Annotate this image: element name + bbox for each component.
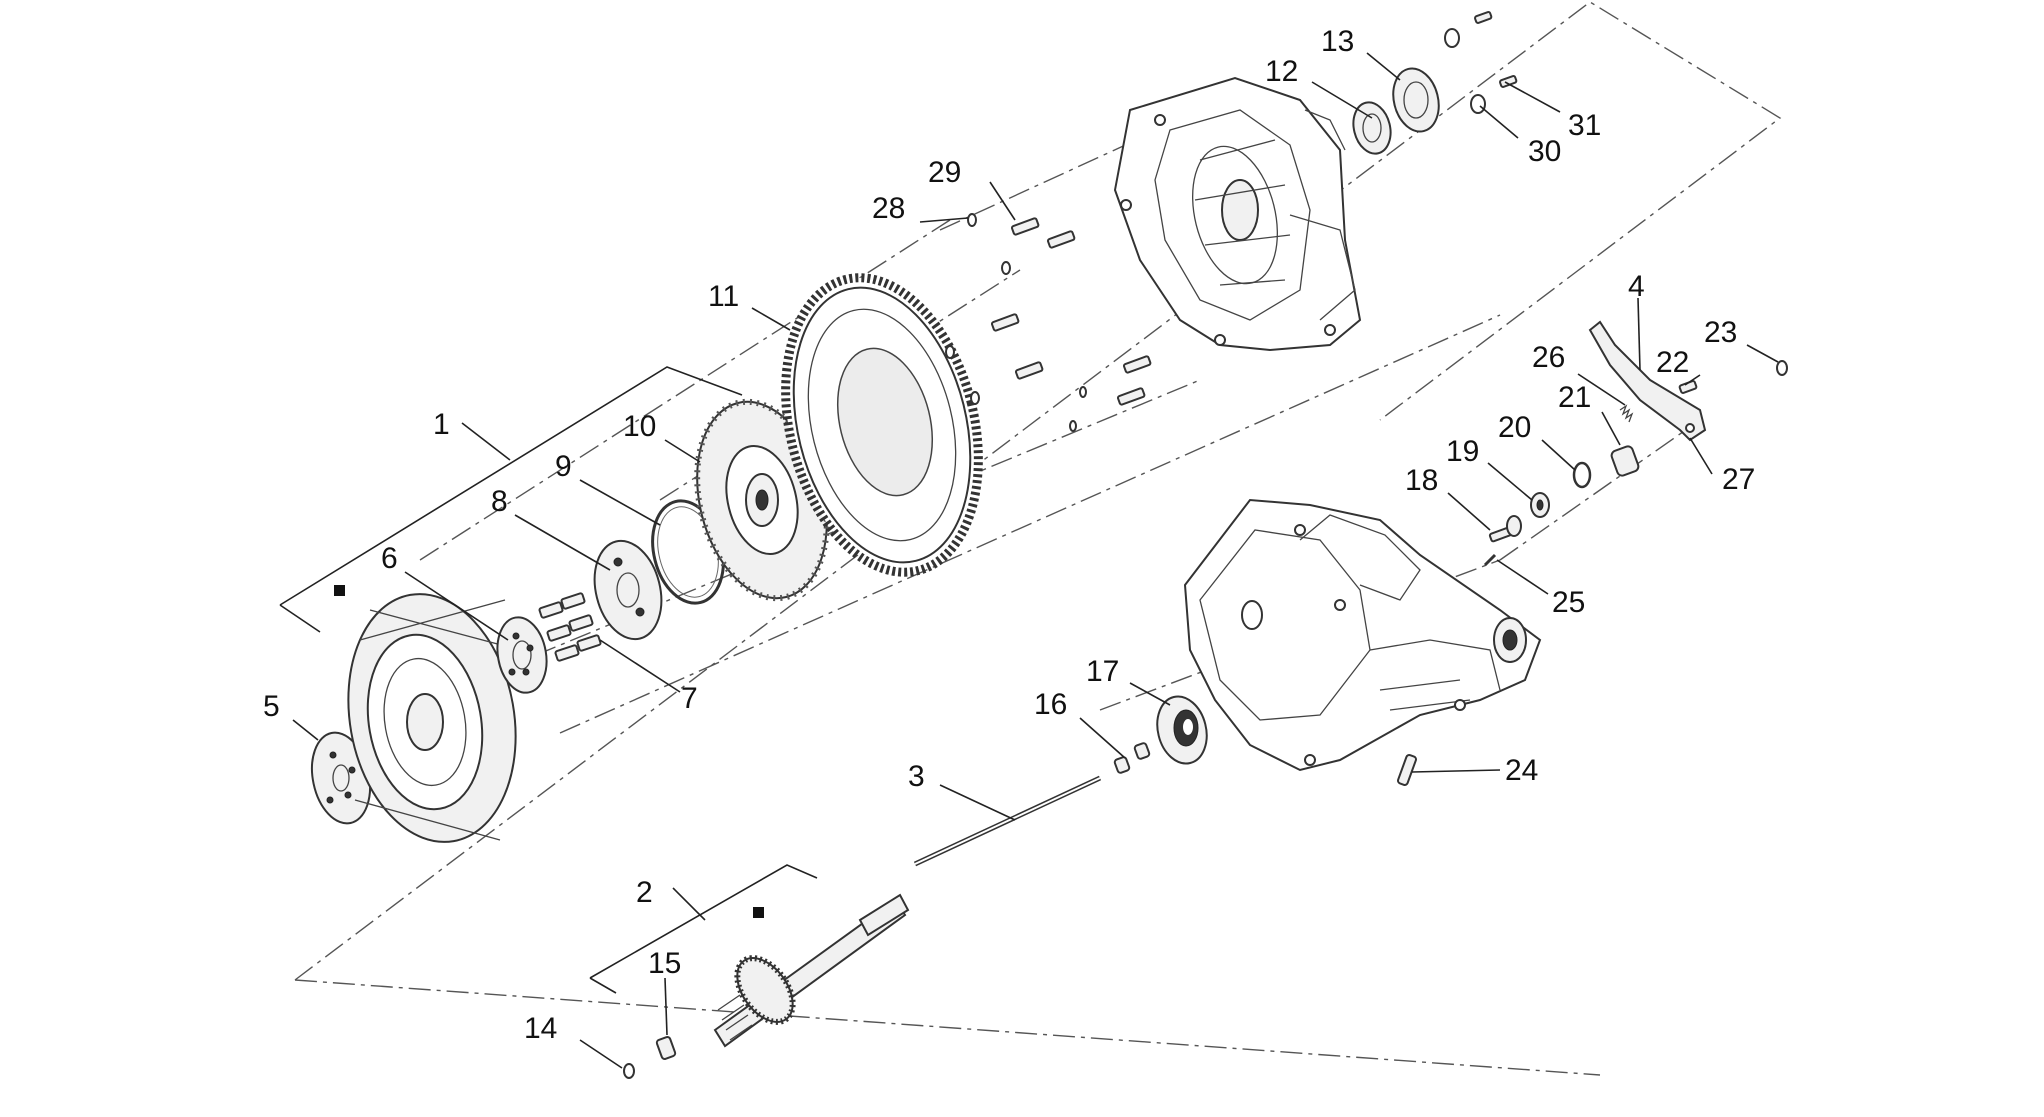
kit-marker-shaft — [753, 907, 764, 918]
part-8-retainer-plate — [593, 539, 663, 641]
callout-8: 8 — [491, 485, 508, 518]
callout-18: 18 — [1405, 464, 1438, 497]
callout-5: 5 — [263, 690, 280, 723]
callout-24: 24 — [1505, 754, 1538, 787]
clutch-housing — [1113, 76, 1362, 352]
gearbox-housing — [1183, 498, 1542, 772]
part-15-sleeve — [655, 1036, 677, 1060]
part-19-washer — [1530, 492, 1550, 518]
callout-23: 23 — [1704, 316, 1737, 349]
callout-29: 29 — [928, 156, 961, 189]
part-28-29-bolts-washers — [945, 213, 1152, 432]
callout-28: 28 — [872, 192, 905, 225]
callout-15: 15 — [648, 947, 681, 980]
callout-3: 3 — [908, 760, 925, 793]
callout-27: 27 — [1722, 463, 1755, 496]
callout-10: 10 — [623, 410, 656, 443]
part-11-flywheel — [781, 273, 983, 577]
callout-12: 12 — [1265, 55, 1298, 88]
callout-13: 13 — [1321, 25, 1354, 58]
part-16-bushings — [1113, 742, 1151, 774]
part-20-ring — [1572, 461, 1592, 489]
part-14-ring — [623, 1063, 635, 1079]
part-22-23-pins — [1678, 360, 1788, 394]
group-bracket-clutch-kit — [279, 366, 743, 633]
part-26-spring — [1619, 404, 1634, 423]
callout-1: 1 — [433, 408, 450, 441]
callout-20: 20 — [1498, 411, 1531, 444]
part-1-clutch-cover — [347, 593, 521, 843]
part-12-bearing — [1352, 101, 1392, 155]
leader-lines — [292, 52, 1779, 1069]
part-13-bearing — [1392, 67, 1440, 133]
callout-26: 26 — [1532, 341, 1565, 374]
callout-17: 17 — [1086, 655, 1119, 688]
part-30-31-washer-screw — [1444, 11, 1518, 114]
callout-30: 30 — [1528, 135, 1561, 168]
kit-marker-clutch — [334, 585, 345, 596]
callout-31: 31 — [1568, 109, 1601, 142]
part-18-pin — [1488, 515, 1522, 543]
callout-labels: 1 2 3 4 5 6 7 8 9 10 11 12 13 14 15 16 1… — [263, 25, 1755, 1045]
part-7-bolts — [538, 592, 602, 662]
callout-11: 11 — [708, 280, 739, 313]
part-21-bushing — [1610, 445, 1640, 477]
part-2-input-shaft — [713, 893, 910, 1048]
callout-2: 2 — [636, 876, 653, 909]
callout-6: 6 — [381, 542, 398, 575]
callout-9: 9 — [555, 450, 572, 483]
callout-19: 19 — [1446, 435, 1479, 468]
callout-7: 7 — [681, 682, 698, 715]
callout-14: 14 — [524, 1012, 557, 1045]
part-3-rod — [913, 775, 1102, 867]
part-17-bearing — [1156, 695, 1208, 765]
callout-16: 16 — [1034, 688, 1067, 721]
part-6-hub-disc — [496, 616, 548, 694]
part-25-spring-pin — [1483, 553, 1497, 567]
callout-22: 22 — [1656, 346, 1689, 379]
group-bracket-shaft-kit — [589, 864, 818, 994]
callout-21: 21 — [1558, 381, 1591, 414]
callout-4: 4 — [1628, 270, 1645, 303]
part-4-release-fork — [1588, 320, 1707, 442]
callout-25: 25 — [1552, 586, 1585, 619]
part-24-pin — [1397, 754, 1417, 786]
